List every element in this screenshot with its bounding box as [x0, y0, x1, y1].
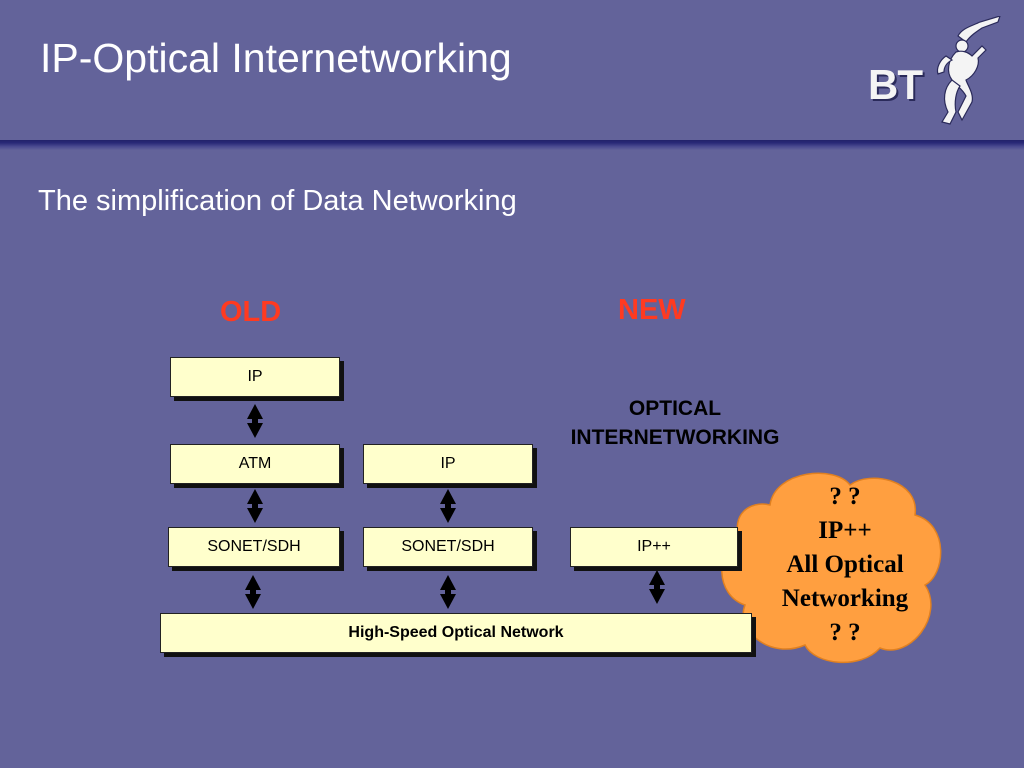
arrow-ip-atm: [247, 404, 263, 438]
box-old-sonet-label: SONET/SDH: [207, 538, 301, 555]
box-mid-ip-label: IP: [440, 455, 456, 472]
box-old-ip: IP: [170, 357, 340, 397]
arrow-ipplus-network: [649, 570, 665, 604]
box-mid-ip: IP: [363, 444, 533, 484]
optical-caption-line1: OPTICAL: [628, 397, 722, 420]
slide-title: IP-Optical Internetworking: [40, 35, 512, 81]
box-old-ip-label: IP: [247, 368, 263, 385]
arrow-sonet-network-mid: [440, 575, 456, 609]
piper-figure-icon: [936, 16, 1001, 125]
box-old-atm-label: ATM: [238, 455, 272, 472]
arrow-sonet-network-old: [245, 575, 261, 609]
bt-logo-text: BT: [868, 61, 923, 108]
box-old-sonet: SONET/SDH: [168, 527, 340, 567]
box-old-atm: ATM: [170, 444, 340, 484]
slide-subtitle: The simplification of Data Networking: [38, 185, 517, 217]
arrow-atm-sonet: [247, 489, 263, 523]
cloud-line4: Networking: [781, 585, 909, 612]
optical-caption-line2: INTERNETWORKING: [570, 426, 780, 449]
bt-logo: BT: [862, 16, 1002, 126]
cloud-line3: All Optical: [786, 551, 904, 578]
cloud-line5: ? ?: [829, 619, 861, 646]
box-new-ipplus: IP++: [570, 527, 738, 567]
cloud-text: ? ? IP++ All Optical Networking ? ?: [750, 480, 940, 650]
box-mid-sonet-label: SONET/SDH: [401, 538, 495, 555]
arrow-ip-sonet-mid: [440, 489, 456, 523]
box-mid-sonet: SONET/SDH: [363, 527, 533, 567]
box-high-speed-network: High-Speed Optical Network: [160, 613, 752, 653]
old-heading: OLD: [220, 296, 282, 328]
title-divider: [0, 140, 1024, 150]
cloud-line1: ? ?: [829, 483, 861, 510]
cloud-shape: [721, 472, 942, 663]
new-heading: NEW: [618, 294, 686, 326]
box-high-speed-network-label: High-Speed Optical Network: [348, 624, 564, 641]
box-new-ipplus-label: IP++: [637, 538, 671, 555]
cloud-line2: IP++: [818, 517, 872, 544]
optical-internetworking-caption: OPTICAL INTERNETWORKING: [540, 394, 810, 452]
